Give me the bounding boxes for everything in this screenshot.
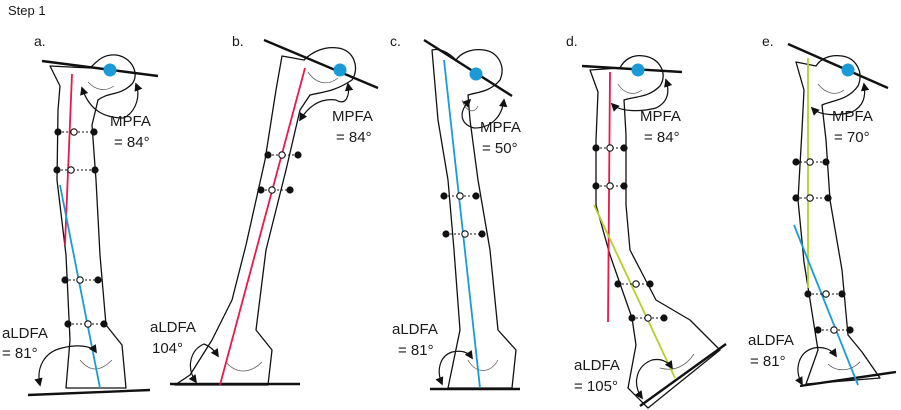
mpfa-value: = 70° [834,129,870,146]
diaphysis-markers [257,151,302,194]
panel-d-letter: d. [566,33,578,49]
mpfa-label: MPFA [332,108,373,125]
green-axis-line [593,204,676,379]
diaphysis-markers [440,192,486,238]
femoral-head-center [469,67,483,81]
distal-joint-line [799,370,897,388]
panel-d: d. MPFA = 84° aLDFA = 105° [566,33,727,409]
panel-a-letter: a. [34,33,46,49]
aldfa-value: 104° [152,340,183,357]
aldfa-arc [188,343,219,384]
panel-e-letter: e. [762,33,774,49]
mpfa-arc [299,82,354,122]
aldfa-value: = 105° [574,378,618,395]
distal-joint-line [27,388,151,397]
red-axis-line [607,71,611,323]
mpfa-value: = 50° [482,140,518,157]
femoral-head-center [333,63,347,77]
aldfa-label: aLDFA [392,321,438,338]
mpfa-label: MPFA [110,113,151,130]
distal-joint-line [639,343,727,407]
aldfa-label: aLDFA [2,325,48,342]
mpfa-arc [610,78,673,112]
aldfa-arc [435,350,473,386]
femur-outline [49,54,136,389]
mpfa-arc [461,98,508,129]
aldfa-label: aLDFA [150,319,196,336]
panel-e: e. MPFA = 70° aLDFA = 81° [748,33,897,388]
aldfa-value: = 81° [2,345,38,362]
red-axis-line [219,67,306,386]
mpfa-arc [810,82,870,116]
step-label: Step 1 [8,3,46,18]
diaphysis-markers [53,128,108,328]
mpfa-value: = 84° [644,129,680,146]
mpfa-value: = 84° [114,134,150,151]
aldfa-label: aLDFA [748,332,794,349]
aldfa-value: = 81° [750,353,786,370]
mpfa-label: MPFA [480,119,521,136]
panel-b: b. MPFA = 84° aLDFA 104° [150,33,379,386]
blue-axis-line [443,59,481,389]
proximal-joint-line [787,42,889,90]
proximal-joint-line [41,59,159,78]
mpfa-label: MPFA [832,108,873,125]
aldfa-label: aLDFA [574,357,620,374]
mpfa-label: MPFA [640,108,681,125]
panel-c: c. MPFA = 50° aLDFA = 81° [390,33,521,391]
femoral-head-center [103,63,117,77]
diaphysis-markers [792,158,854,334]
proximal-joint-line [423,38,513,98]
panel-c-letter: c. [390,33,401,49]
blue-axis-line [793,224,859,386]
blue-axis-line [59,184,101,389]
aldfa-arc [34,344,97,387]
diaphysis-markers [592,144,668,322]
mpfa-value: = 84° [336,129,372,146]
aldfa-arc [795,346,837,386]
proximal-joint-line [263,38,379,90]
femoral-head-center [631,63,645,77]
panel-b-letter: b. [232,33,244,49]
mpfa-arc [80,82,143,119]
panel-a: a. MPFA = 84° aLDFA = 81° [2,33,159,397]
aldfa-arc [634,358,673,400]
femoral-head-center [841,63,855,77]
aldfa-value: = 81° [398,342,434,359]
